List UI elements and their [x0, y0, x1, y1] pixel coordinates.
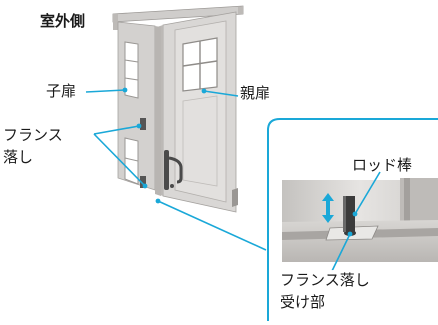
rod-motion-arrow [322, 193, 334, 223]
door-frame [112, 5, 244, 30]
rod-label: ロッド棒 [352, 156, 413, 174]
lower-flush-bolt [140, 176, 146, 188]
receiver-label-line1: フランス落し [278, 270, 372, 290]
detail-inset [267, 118, 438, 321]
callout-lines [85, 87, 267, 251]
main-door-label: 親扉 [240, 84, 271, 102]
flush-bolt-label-line1: フランス [3, 126, 63, 144]
door-handle [164, 150, 183, 190]
outdoor-side-label: 室外側 [40, 12, 86, 30]
main-door [157, 11, 237, 213]
sub-door-label: 子扉 [46, 82, 77, 100]
sub-door [117, 21, 161, 196]
flush-bolt-label-line2: 落し [3, 148, 34, 166]
receiver-label-line2: 受け部 [278, 292, 328, 312]
main-door-window [182, 37, 218, 92]
upper-flush-bolt [140, 118, 146, 130]
